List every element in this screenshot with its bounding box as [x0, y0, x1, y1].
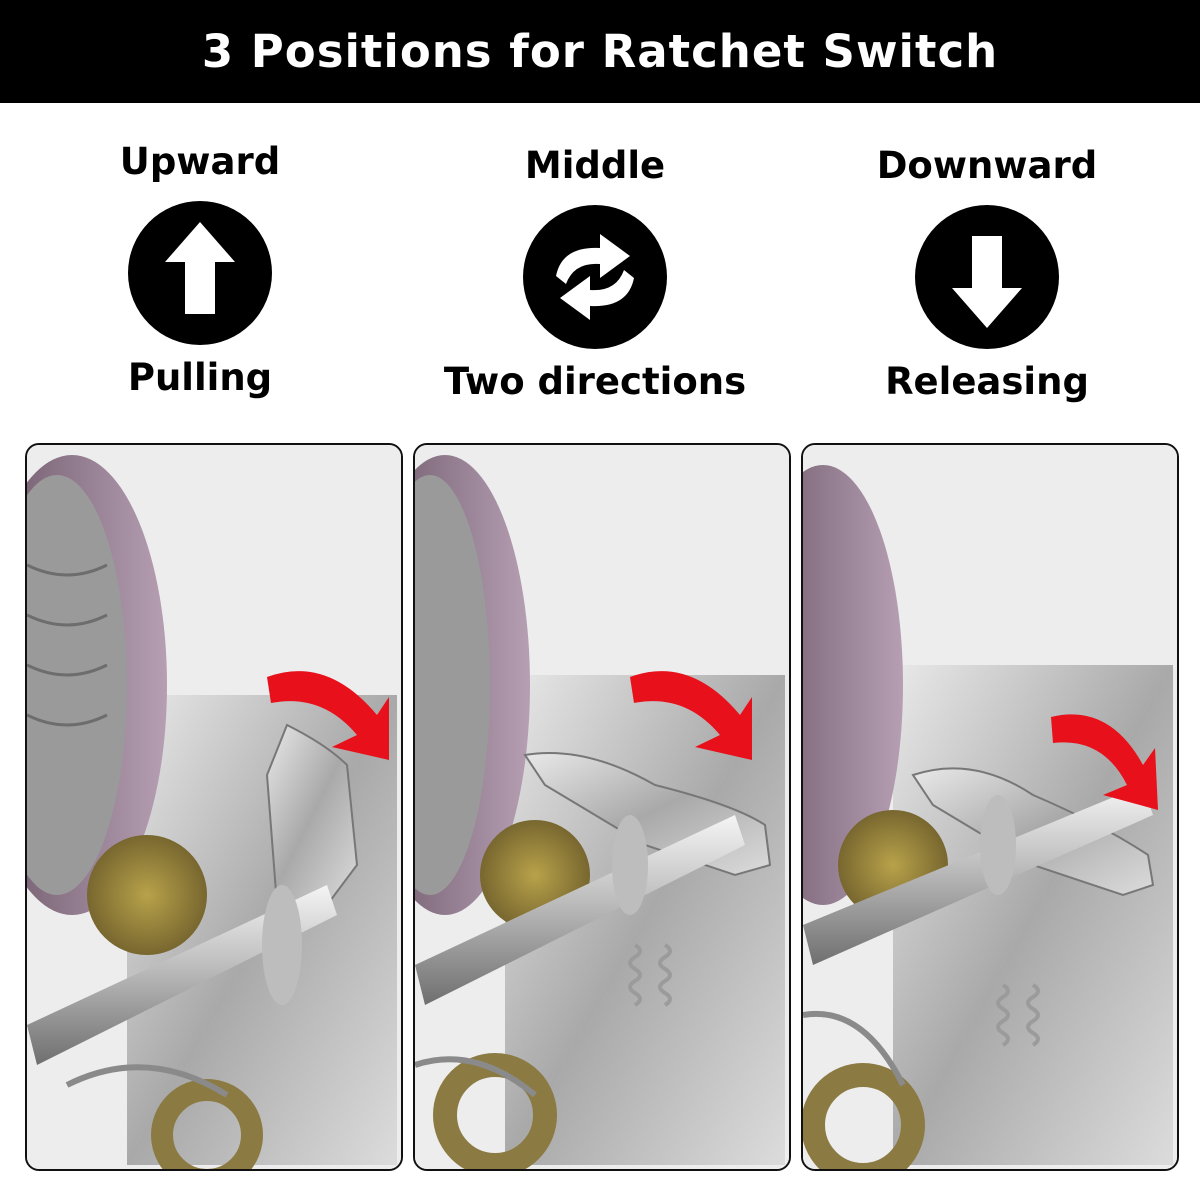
position-top-label: Middle: [524, 144, 666, 187]
banner-title: 3 Positions for Ratchet Switch: [201, 25, 999, 78]
two-way-arrows-icon: [523, 205, 667, 349]
position-bottom-label: Releasing: [885, 360, 1089, 403]
position-upward: Upward Pulling: [0, 140, 400, 399]
arrow-down-icon: [915, 205, 1059, 349]
winch-photo-panel-middle: [413, 443, 791, 1171]
position-top-label: Upward: [119, 140, 281, 183]
title-banner: 3 Positions for Ratchet Switch: [0, 0, 1200, 103]
position-bottom-label: Two directions: [443, 360, 747, 403]
position-downward: Downward Releasing: [787, 140, 1187, 403]
winch-photo-panel-downward: [801, 443, 1179, 1171]
position-bottom-label: Pulling: [127, 356, 273, 399]
arrow-up-icon: [128, 201, 272, 345]
position-middle: Middle Two directions: [395, 140, 795, 403]
position-top-label: Downward: [876, 144, 1098, 187]
winch-photo-panel-upward: [25, 443, 403, 1171]
